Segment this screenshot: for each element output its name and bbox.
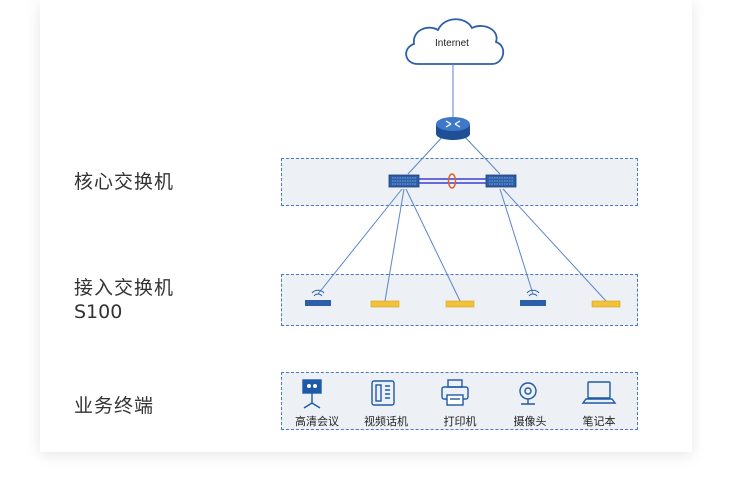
router-icon — [436, 117, 470, 140]
core-access-link-1 — [317, 188, 403, 295]
laptop-icon — [581, 381, 617, 404]
router-core-right-link — [461, 133, 501, 175]
access-switch-wifi-2-icon — [520, 289, 546, 306]
webcam-icon — [519, 382, 537, 405]
core-switch-left-icon — [388, 174, 420, 188]
core-access-link-4 — [499, 188, 534, 295]
core-switch-zone — [281, 158, 638, 206]
core-access-link-3 — [405, 188, 461, 302]
device-label-laptop: 笔记本 — [582, 415, 616, 428]
access-switch-yellow-3-icon — [591, 300, 621, 308]
access-switch-yellow-1-icon — [370, 300, 400, 308]
core-tier-label: 核心交换机 — [74, 171, 175, 193]
device-label-camera: 摄像头 — [513, 415, 547, 428]
device-label-hd-conference: 高清会议 — [295, 415, 339, 428]
internet-label: Internet — [435, 38, 469, 49]
video-phone-icon — [371, 380, 395, 406]
device-label-printer: 打印机 — [443, 415, 477, 428]
core-access-link-5 — [502, 188, 607, 302]
access-tier-model: S100 — [74, 301, 123, 323]
access-switch-yellow-2-icon — [445, 300, 475, 308]
core-switch-right-icon — [485, 174, 517, 188]
router-core-left-link — [407, 133, 446, 175]
core-access-link-2 — [384, 188, 405, 302]
printer-icon — [441, 379, 469, 406]
device-label-video-phone: 视频话机 — [364, 415, 408, 428]
access-switch-wifi-1-icon — [305, 289, 331, 306]
endpoint-tier-label: 业务终端 — [74, 395, 155, 417]
internet-cloud-icon — [405, 18, 505, 65]
stack-link — [419, 173, 486, 189]
video-conference-icon — [302, 379, 322, 409]
access-tier-label: 接入交换机 — [74, 277, 175, 299]
